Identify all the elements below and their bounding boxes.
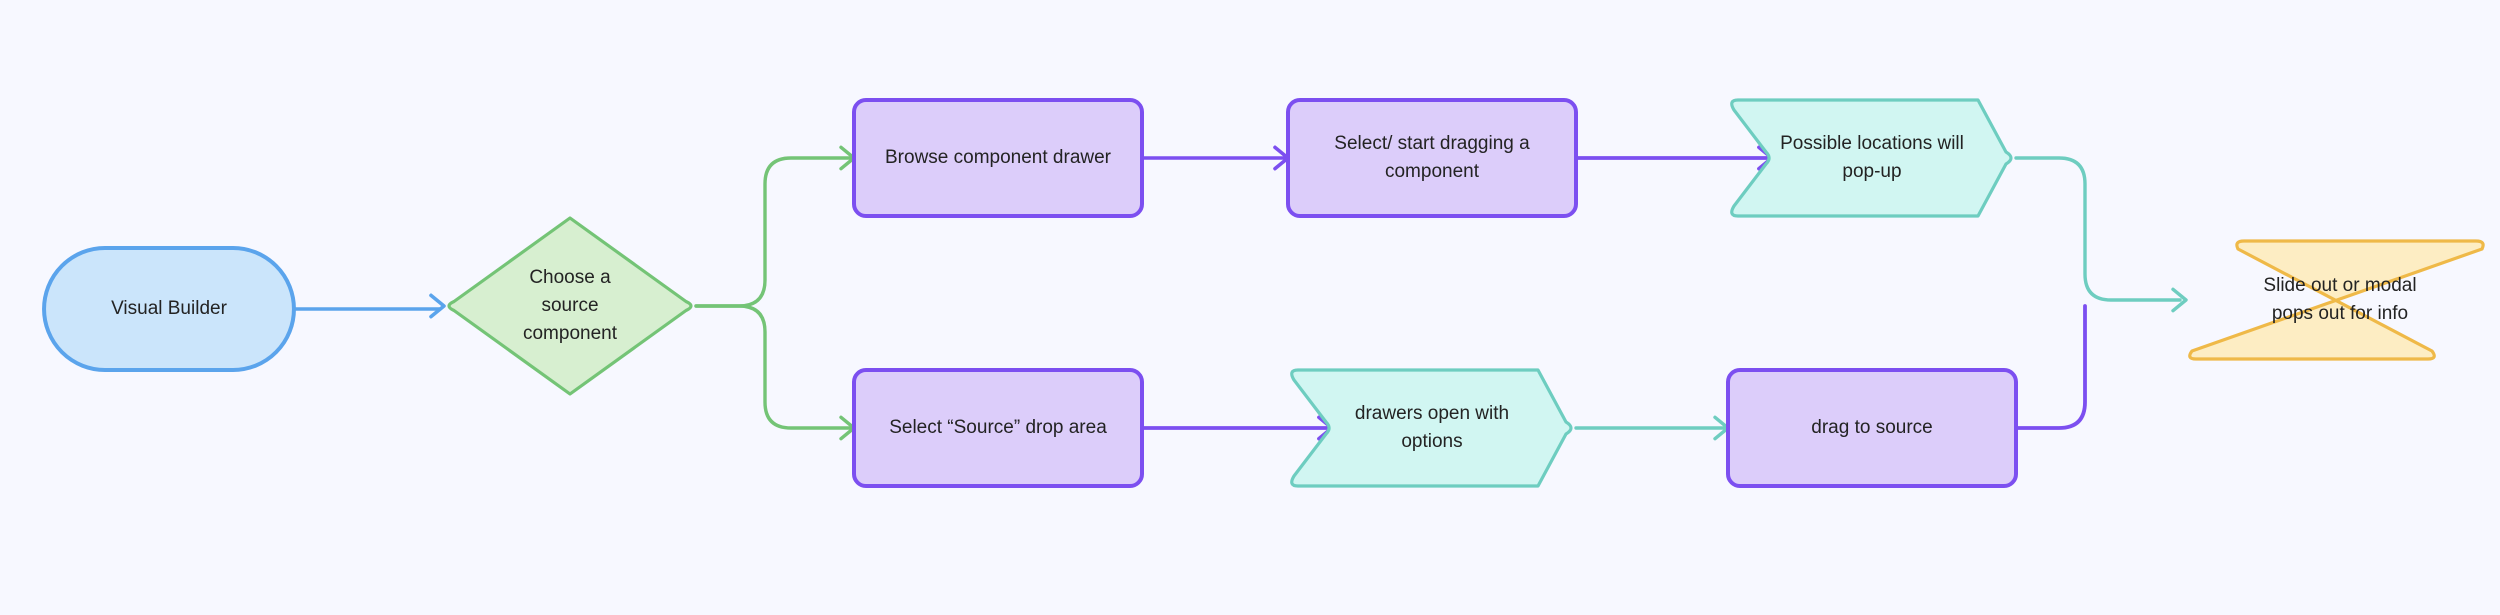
possible-locations-popup-node-label: Possible locations will (1780, 133, 1964, 154)
select-source-drop-area-node-label: Select “Source” drop area (889, 417, 1107, 438)
choose-source-component-node-label: component (523, 323, 618, 344)
visual-builder-node-label: Visual Builder (111, 298, 228, 319)
slide-out-or-modal-node-label: Slide out or modal (2263, 275, 2416, 296)
possible-locations-popup-node[interactable]: Possible locations will pop-up (1730, 98, 2013, 218)
drag-to-source-node-shape (1726, 368, 2018, 488)
edge-drag-to-source-to-slide-out (2014, 304, 2087, 430)
possible-locations-popup-node-label: pop-up (1842, 161, 1901, 182)
edge-visual-builder-to-choose-source-arrowhead (429, 293, 446, 319)
edge-possible-locations-to-slide-out-line (2014, 156, 2182, 302)
slide-out-or-modal-node-shape (2188, 239, 2485, 361)
edge-possible-locations-to-slide-out (2014, 156, 2188, 313)
node-layer: Visual Builder Choose a source component Bro… (42, 98, 2485, 488)
edge-possible-locations-to-slide-out-arrowhead (2171, 287, 2188, 313)
edge-drawers-open-to-drag-to-source (1574, 415, 1730, 441)
visual-builder-node-shape (42, 246, 296, 372)
edge-choose-source-to-browse-drawer (694, 145, 856, 308)
edge-choose-source-to-browse-drawer-line (694, 156, 852, 308)
choose-source-component-node-shape (447, 216, 693, 396)
edge-drag-to-source-to-slide-out-line (2014, 304, 2087, 430)
select-source-drop-area-node[interactable]: Select “Source” drop area (852, 368, 1144, 488)
drag-to-source-node-label: drag to source (1811, 417, 1932, 438)
browse-component-drawer-node-label: Browse component drawer (885, 147, 1112, 168)
select-start-dragging-component-node-label: Select/ start dragging a (1334, 133, 1530, 154)
edge-browse-drawer-to-select-drag (1140, 145, 1290, 171)
edge-choose-source-to-select-source-drop (694, 304, 856, 441)
drawers-open-with-options-node[interactable]: drawers open with options (1290, 368, 1573, 488)
browse-component-drawer-node-shape (852, 98, 1144, 218)
choose-source-component-node-label: source (541, 295, 598, 316)
edge-choose-source-to-select-source-drop-line (694, 304, 852, 430)
drawers-open-with-options-node-label: drawers open with (1355, 403, 1509, 424)
select-start-dragging-component-node[interactable]: Select/ start dragging a component (1286, 98, 1578, 218)
select-start-dragging-component-node-label: component (1385, 161, 1480, 182)
browse-component-drawer-node[interactable]: Browse component drawer (852, 98, 1144, 218)
slide-out-or-modal-node[interactable]: Slide out or modal pops out for info (2188, 239, 2485, 361)
edge-visual-builder-to-choose-source (292, 293, 446, 319)
slide-out-or-modal-node-label: pops out for info (2272, 303, 2408, 324)
drawers-open-with-options-node-label: options (1401, 431, 1462, 452)
select-source-drop-area-node-shape (852, 368, 1144, 488)
choose-source-component-node-label: Choose a (529, 267, 611, 288)
select-start-dragging-component-node-shape (1286, 98, 1578, 218)
drag-to-source-node[interactable]: drag to source (1726, 368, 2018, 488)
edge-select-source-drop-to-drawers-open (1140, 415, 1334, 441)
drawers-open-with-options-node-shape (1290, 368, 1573, 488)
choose-source-component-node[interactable]: Choose a source component (447, 216, 693, 396)
visual-builder-node[interactable]: Visual Builder (42, 246, 296, 372)
possible-locations-popup-node-shape (1730, 98, 2013, 218)
edge-select-drag-to-possible-locations (1574, 145, 1774, 171)
